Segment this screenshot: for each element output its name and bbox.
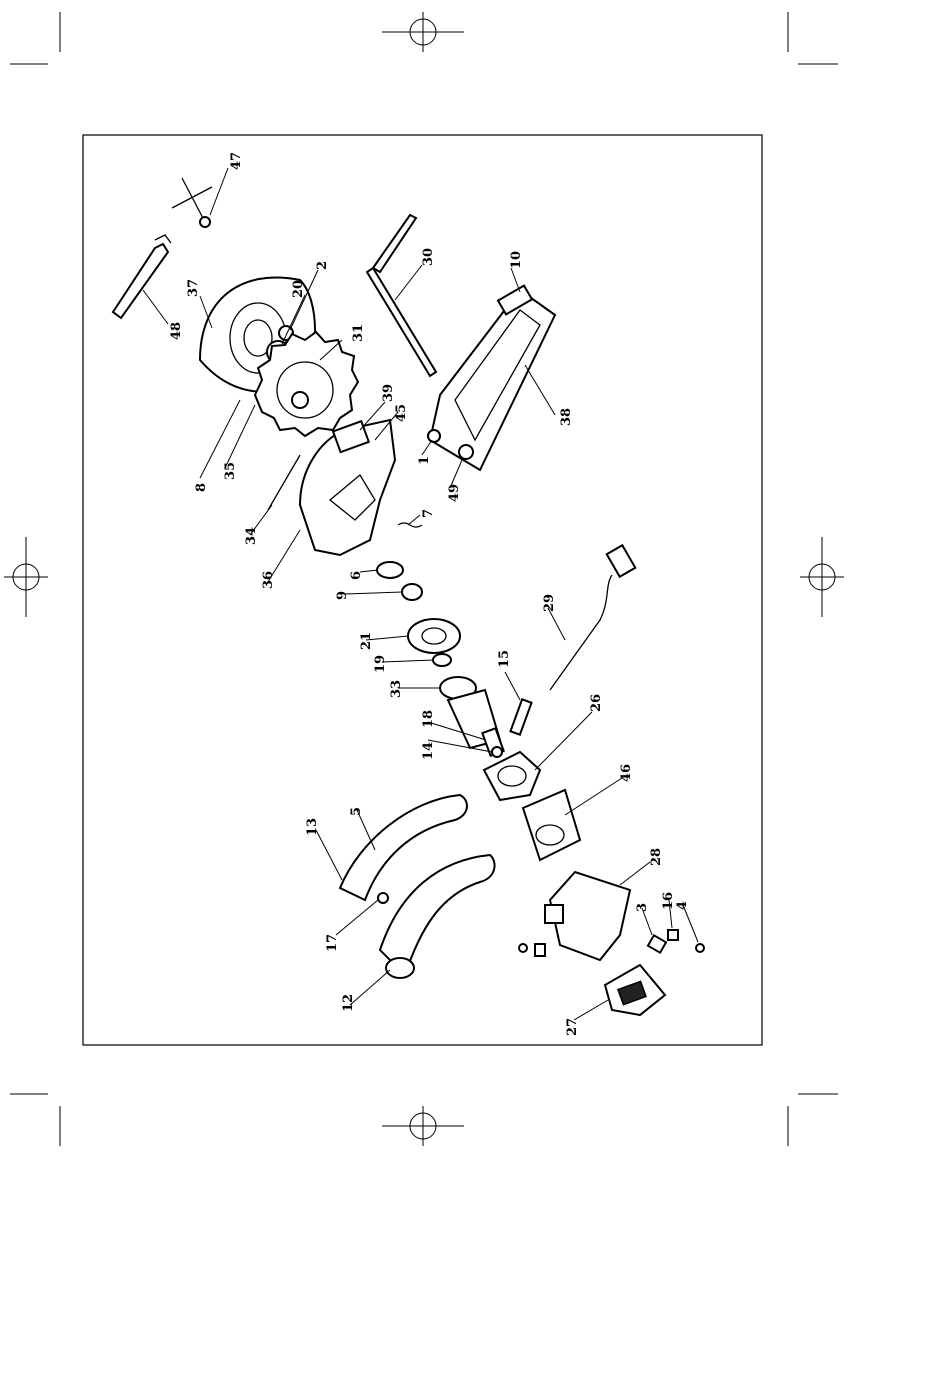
shaft-pin-part: [510, 699, 531, 734]
pin-part: [268, 455, 300, 510]
part-number-label: 26: [589, 694, 604, 712]
part-number-label: 17: [325, 934, 340, 952]
screw-part: [459, 445, 473, 459]
motor-housing-part: [545, 872, 630, 960]
blade-housing-part: [300, 420, 395, 555]
part-number-label: 15: [497, 650, 512, 668]
part-number-label: 13: [305, 818, 320, 836]
commutator-part: [492, 747, 502, 757]
bearing-part: [402, 584, 422, 600]
wrench-part: [113, 235, 171, 318]
field-coil-part: [523, 790, 580, 860]
handle-screw-part: [378, 893, 388, 903]
part-number-label: 28: [649, 848, 664, 866]
part-number-label: 49: [447, 484, 462, 502]
knob-part: [428, 430, 440, 442]
brush-small-part: [535, 944, 545, 956]
part-number-label: 39: [381, 384, 396, 402]
rip-fence-part: [367, 215, 436, 376]
part-number-label: 31: [351, 324, 366, 342]
part-number-label: 47: [229, 152, 244, 170]
part-number-label: 10: [509, 251, 524, 269]
part-number-label: 46: [619, 764, 634, 782]
hex-key-part: [172, 178, 212, 227]
part-number-label: 19: [373, 655, 388, 673]
brush-cap-part: [696, 944, 704, 952]
end-cap-part: [605, 965, 665, 1015]
part-number-label: 18: [421, 710, 436, 728]
brush-small-cap-part: [519, 944, 527, 952]
power-cord-part: [550, 545, 635, 690]
part-number-label: 14: [421, 742, 436, 760]
brush-part: [668, 930, 678, 940]
part-number-label: 2: [315, 261, 330, 270]
part-number-label: 48: [169, 322, 184, 340]
part-number-label: 12: [341, 994, 356, 1012]
part-number-label: 45: [394, 404, 409, 422]
part-number-label: 6: [349, 571, 364, 580]
stator-cover-part: [484, 752, 540, 800]
part-number-label: 37: [186, 279, 201, 297]
part-number-label: 35: [223, 462, 238, 480]
part-number-label: 36: [261, 571, 276, 589]
part-number-label: 8: [194, 483, 209, 492]
brush-holder-part: [648, 935, 666, 952]
part-number-label: 1: [417, 456, 432, 465]
part-number-label: 33: [389, 680, 404, 698]
gear-cover-part: [408, 619, 460, 653]
part-number-label: 21: [359, 632, 374, 650]
bearing-plate-part: [377, 562, 403, 578]
part-number-label: 4: [675, 901, 690, 910]
base-plate-part: [430, 286, 555, 470]
crop-marks: [4, 12, 844, 1146]
handle-right-part: [380, 855, 495, 978]
part-number-label: 34: [244, 527, 259, 545]
part-number-label: 38: [559, 408, 574, 426]
part-number-label: 16: [661, 892, 676, 910]
part-number-label: 7: [421, 509, 436, 518]
part-number-label: 9: [335, 591, 350, 600]
part-number-label: 5: [349, 807, 364, 816]
part-number-label: 30: [421, 248, 436, 266]
part-number-label: 29: [542, 594, 557, 612]
part-number-label: 20: [291, 280, 306, 298]
part-number-label: 27: [565, 1018, 580, 1036]
part-number-label: 3: [635, 903, 650, 912]
small-bearing-part: [433, 654, 451, 666]
